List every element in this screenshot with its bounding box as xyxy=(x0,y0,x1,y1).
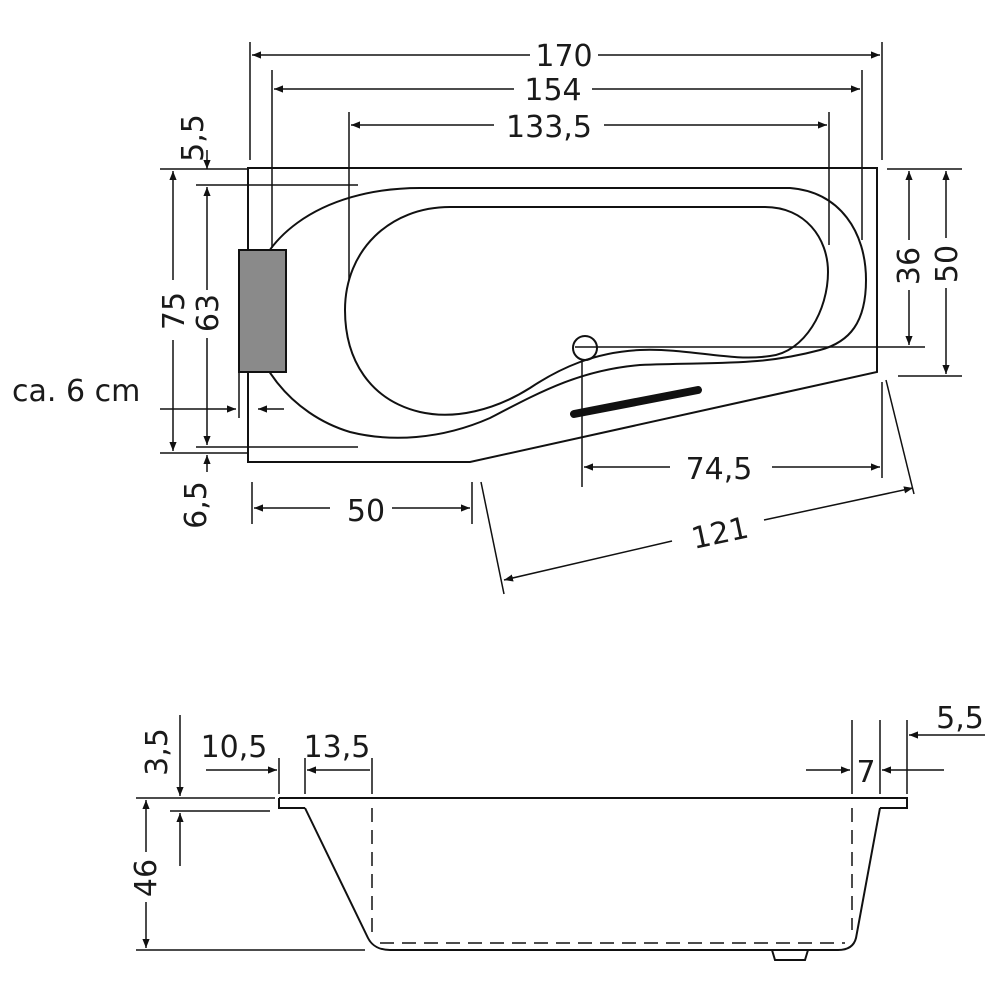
basin-outer-contour xyxy=(248,187,868,439)
dim-drain-to-right: 74,5 xyxy=(686,452,753,487)
headrest xyxy=(238,249,287,373)
side-outer-profile xyxy=(304,807,881,951)
dim-bottom-straight: 50 xyxy=(347,494,385,529)
dim-outer-rim-width: 154 xyxy=(524,73,581,108)
side-view: 46 3,5 10,5 13,5 7 5,5 xyxy=(129,701,985,961)
dim-overall-width: 170 xyxy=(535,39,592,74)
dim-left-rim-width: 10,5 xyxy=(201,730,268,765)
dim-right-depth: 50 xyxy=(930,245,965,283)
headrest-note: ca. 6 cm xyxy=(12,374,140,409)
dim-right-inner-depth: 36 xyxy=(892,247,927,285)
dim-left-depth: 75 xyxy=(157,292,192,330)
dim-inner-basin-width: 133,5 xyxy=(506,110,592,145)
dim-right-slope: 7 xyxy=(856,755,875,790)
dim-slanted-edge: 121 xyxy=(688,511,751,557)
drain-circle xyxy=(572,335,598,361)
dim-rim-top-offset: 5,5 xyxy=(176,114,211,162)
dim-right-rim-width: 5,5 xyxy=(936,701,984,736)
dim-rim-thickness: 3,5 xyxy=(140,728,175,776)
top-view: 170 154 133,5 5,5 75 63 6,5 ca. 6 cm xyxy=(12,39,965,595)
side-foot xyxy=(771,949,809,961)
dim-left-slope: 13,5 xyxy=(304,730,371,765)
dim-rim-bottom-offset: 6,5 xyxy=(179,481,214,529)
tub-outer-outline xyxy=(247,167,878,463)
basin-inner-contour xyxy=(343,206,830,416)
side-rim xyxy=(278,797,908,809)
dim-left-inner-depth: 63 xyxy=(191,294,226,332)
grip-bar xyxy=(570,386,702,418)
dim-side-height: 46 xyxy=(129,859,164,897)
